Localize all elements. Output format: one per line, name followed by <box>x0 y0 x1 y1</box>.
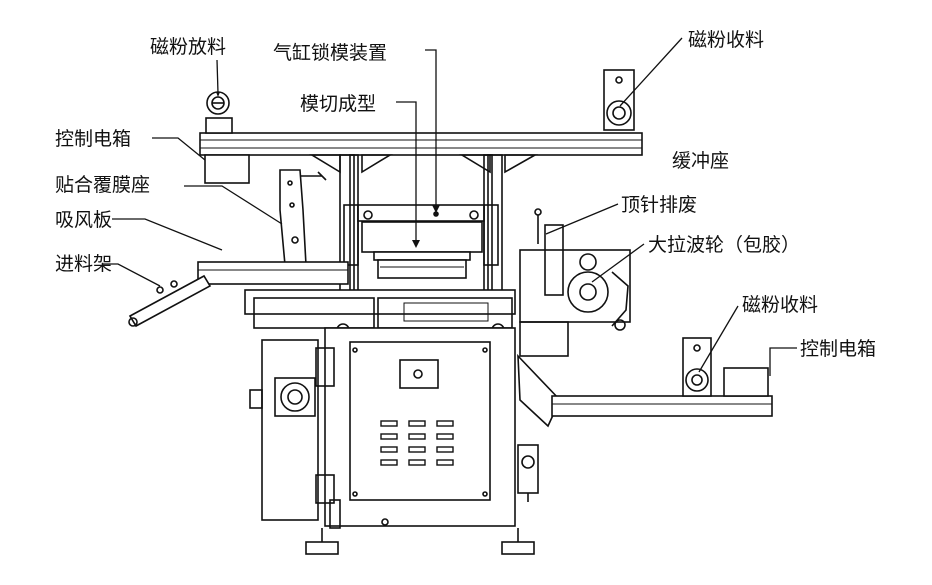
label-magnetic-rewind-top: 磁粉收料 <box>688 29 765 51</box>
label-magnetic-rewind-right: 磁粉收料 <box>742 294 819 316</box>
suction-plate <box>197 261 349 285</box>
side-electric-cabinet <box>261 339 319 521</box>
leader-lines <box>103 37 797 376</box>
air-regulator <box>517 444 539 502</box>
feed-rack <box>128 274 212 328</box>
label-control-box-right: 控制电箱 <box>800 338 877 360</box>
label-big-pull-wheel: 大拉波轮（包胶） <box>648 234 801 256</box>
beam-bracket-mid <box>361 154 393 174</box>
column-right <box>487 154 503 296</box>
foot-right <box>501 541 535 555</box>
label-feed-rack: 进料架 <box>55 253 113 275</box>
vent-grille <box>380 420 454 466</box>
beam-bracket-right1 <box>459 154 491 174</box>
label-ejector-waste: 顶针排废 <box>621 194 698 216</box>
beam-bracket-right2 <box>504 154 539 174</box>
beam-bracket-left <box>309 154 341 174</box>
rewind-station <box>519 208 631 331</box>
label-die-cut: 模切成型 <box>300 93 377 115</box>
magnetic-unwind-unit <box>205 91 233 134</box>
label-magnetic-unwind: 磁粉放料 <box>150 36 227 58</box>
label-laminating-seat: 贴合覆膜座 <box>55 174 151 196</box>
top-beam <box>199 132 643 156</box>
lower-right-box <box>519 321 569 357</box>
cabinet-door <box>349 341 491 501</box>
feed-bed <box>244 289 516 315</box>
terminal-block-top <box>315 347 335 387</box>
control-box-right <box>723 367 769 397</box>
terminal-block-bottom <box>315 474 335 504</box>
label-cylinder-lock: 气缸锁模装置 <box>273 42 388 64</box>
magnetic-rewind-top-unit <box>603 69 635 131</box>
die-cut-press <box>343 204 499 279</box>
fan-icon <box>274 377 316 417</box>
side-beam <box>551 395 773 417</box>
label-control-box-left: 控制电箱 <box>55 128 132 150</box>
arrowheads <box>216 92 440 248</box>
label-suction-plate: 吸风板 <box>55 209 113 231</box>
cutting-table <box>253 297 375 329</box>
waste-chute <box>517 353 561 428</box>
label-buffer-seat: 缓冲座 <box>672 150 730 172</box>
foot-left <box>305 541 339 555</box>
laminating-seat <box>279 169 327 266</box>
control-box-left <box>204 154 250 184</box>
magnetic-rewind-right-unit <box>682 337 712 397</box>
door-handle <box>399 359 439 389</box>
